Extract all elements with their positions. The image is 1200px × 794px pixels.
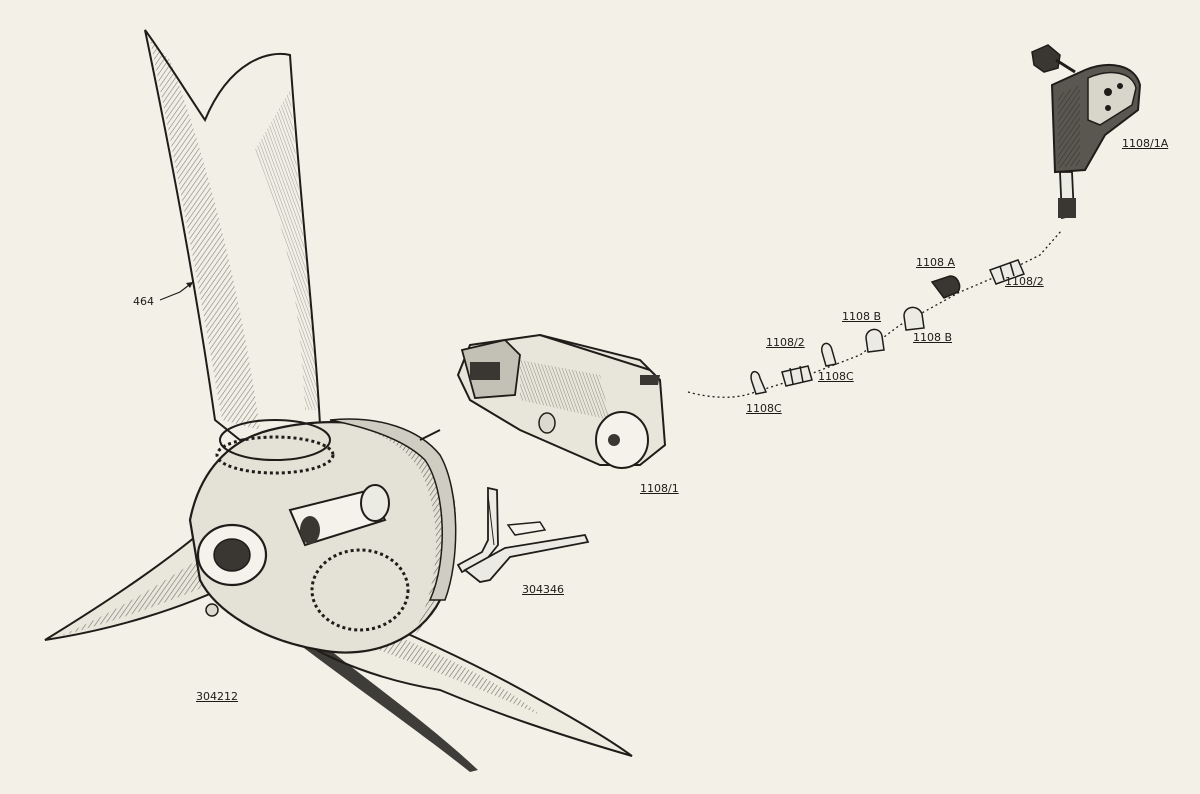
- callout-control-head: 1108/1A: [1122, 137, 1169, 150]
- clip-c-upper: [821, 342, 837, 367]
- control-head: [1031, 44, 1142, 220]
- coupling-upper: [988, 259, 1026, 285]
- callout-clip-b-left: 1108 B: [842, 310, 882, 323]
- bracket-part: [456, 486, 590, 583]
- flexible-drive-shaft: [687, 229, 1063, 398]
- callout-clip-b-right: 1108 B: [913, 331, 953, 344]
- shaft-fittings: [750, 259, 1026, 395]
- clip-a: [930, 275, 961, 299]
- clip-b-left: [865, 328, 885, 353]
- clip-b-right: [903, 306, 925, 331]
- callout-clip-c-upper: 1108C: [818, 370, 854, 383]
- callout-bracket: 304346: [522, 583, 564, 596]
- propeller-assembly: [44, 29, 633, 772]
- motor-end-flange: [595, 411, 649, 469]
- callout-clip-c-lower: 1108C: [746, 402, 782, 415]
- clip-c-lower: [750, 370, 768, 395]
- callout-motor: 1108/1: [640, 482, 679, 495]
- callout-coupling-lower: 1108/2: [766, 336, 805, 349]
- coupling-lower: [781, 365, 813, 387]
- callout-hub: 304212: [196, 690, 238, 703]
- electric-motor: [456, 333, 667, 469]
- callout-blade: 464: [133, 295, 154, 308]
- callout-coupling-upper: 1108/2: [1005, 275, 1044, 288]
- callout-clip-a: 1108 A: [916, 256, 956, 269]
